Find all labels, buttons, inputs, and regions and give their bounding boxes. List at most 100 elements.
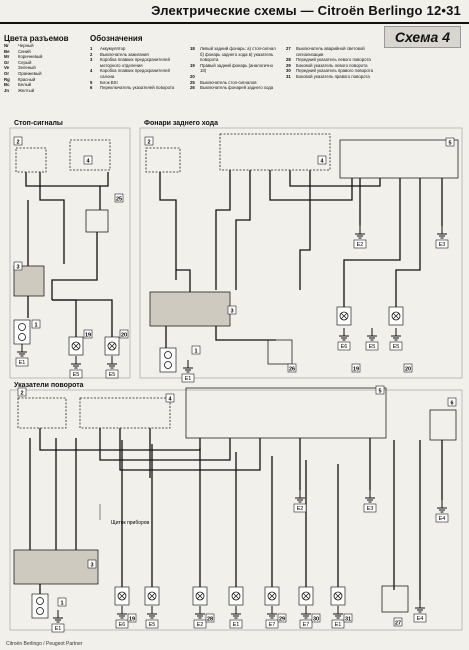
wire [39,172,65,264]
legend-designation-text: Передний указатель правого поворота [296,68,373,74]
lamp-symbol [301,591,311,601]
ground-label: E5 [149,622,156,628]
ground-label-tag [181,373,195,383]
legend-designation-text: Коробка плавких предохранителей салона [100,68,170,79]
legend-designation-text: Передний указатель левого поворота [296,57,371,63]
ground-label-tag [229,619,243,629]
legend-designation-text: Выключатель стоп-сигналов [200,79,257,85]
component-number: 2 [16,140,19,146]
component-boxes [13,133,459,619]
battery-terminal [36,607,44,615]
legend-designations-title: Обозначения [90,34,143,43]
component-number: 19 [129,617,135,623]
wire [395,178,421,310]
wire [235,170,251,290]
legend-color-code: Jn [4,87,10,93]
legend-designation-number: 6 [90,85,93,91]
legend-designation-number: 28 [286,57,291,63]
page-header: Электрические схемы — Citroën Berlingo 1… [0,0,469,24]
wire [176,269,191,292]
battery-terminal [164,351,172,359]
legend-designation-text: Выключатель фонарей заднего хода [200,85,274,91]
component-number: 30 [313,617,319,623]
legend-designation-number: 25 [190,79,195,85]
ground-label-tag [365,341,379,351]
battery-housing [159,347,177,373]
lamp-symbol [118,592,126,600]
legend-designation-item: 25 Выключатель стоп-сигналов [190,80,280,86]
component-number-tag [165,393,175,403]
ground-label: E2 [297,506,304,512]
dashboard-annotation-text: Щиток приборов [111,520,150,526]
ground-label-tag [145,619,159,629]
reverse-switch-box [267,339,293,365]
legend-designation-number: 20 [190,73,195,79]
lamp-symbol [71,341,81,351]
ground-label-tag [413,613,427,623]
legend-color-code: Ve [4,65,10,71]
ground-label-tag [265,619,279,629]
ground-label: E4 [439,516,446,522]
component-number: 19 [353,367,359,373]
component-number: 29 [279,617,285,623]
component-number-tag [447,397,457,407]
ground-label: E4 [417,616,424,622]
ground-label-tag [193,619,207,629]
lamp-symbol [195,591,205,601]
lamp-symbol [108,342,116,350]
component-number: 4 [168,397,172,403]
legend-color-code: Or [4,70,10,76]
lamp-symbol [333,591,343,601]
legend-color-name: Серый [18,59,32,65]
component-number-tag [227,305,237,315]
legend-designation-number: 5 [90,79,93,85]
wire [119,428,261,471]
legend-designation-text: Правый задний фонарь (аналогично 18) [200,62,274,74]
component-number: 5 [378,389,381,395]
component-number-tag [31,319,41,329]
legend-designation-number: 31 [286,73,291,79]
ground-label: E1 [233,622,240,628]
wire [215,326,276,341]
wires [17,170,447,623]
fuse-box-interior [69,139,111,171]
legend-designation-item: 3 Коробка плавких предохранителей моторно… [90,57,182,68]
component-number-tag [277,613,287,623]
legend-designation-number: 18 [190,46,195,51]
legend-color-name: Желтый [18,87,35,93]
wire [269,170,353,201]
lamp-symbol [117,591,127,601]
legend-designation-number: 2 [90,51,93,57]
wire [215,170,231,290]
ground-label: E6 [341,344,348,350]
ground-label-tag [15,357,29,367]
ground-label-tag [363,503,377,513]
component-number: 1 [60,601,63,607]
ignition-switch-box [17,397,67,429]
lamp-symbol [107,341,117,351]
lamp-symbol [334,592,342,600]
component-number: 26 [289,367,295,373]
component-number: 3 [230,309,233,315]
section-title-stop: Стоп-сигналы [14,120,63,127]
legend-designation-text: Коробка плавких предохранителей моторног… [100,57,170,68]
turn-indicator-switch [429,409,457,441]
fuse-box-interior [79,397,171,429]
wire [99,428,231,461]
component-number: 31 [345,617,351,623]
legend-designation-item: 19 Правый задний фонарь (аналогично 18) [190,63,280,74]
legend-designation-number: 3 [90,57,93,63]
component-number: 28 [207,617,213,623]
header-title: Электрические схемы — Citroën Berlingo 1… [151,3,461,18]
legend-designation-number: 19 [190,62,195,68]
lamp-symbol [302,592,310,600]
